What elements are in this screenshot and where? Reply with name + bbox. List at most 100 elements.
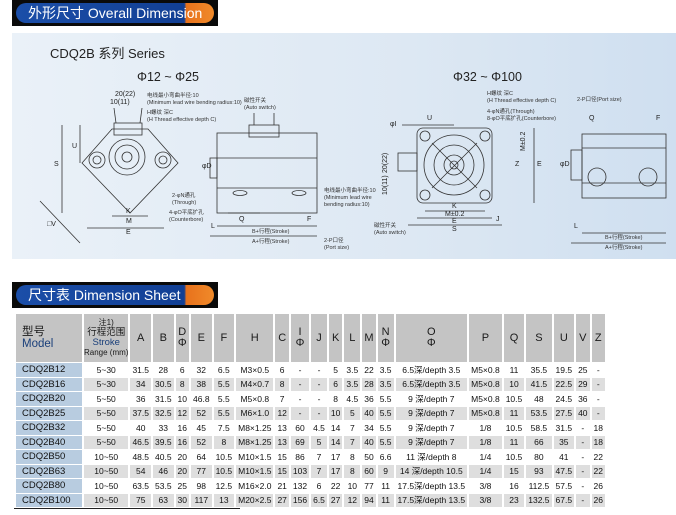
header-col: S	[526, 314, 552, 362]
value-cell: 3/8	[469, 493, 502, 507]
header-text: M	[364, 331, 374, 344]
value-cell: 41	[553, 450, 575, 464]
value-cell: 40	[362, 406, 376, 420]
callout: (Minimum lead wire bending radius:10)	[147, 100, 242, 106]
dim-label: E	[126, 229, 131, 236]
value-cell: 46	[153, 464, 174, 478]
value-cell: 8	[175, 377, 190, 391]
header-text: Φ	[295, 337, 305, 349]
value-cell: 17.5深/depth 13.5	[395, 479, 468, 493]
header-text: U	[559, 331, 568, 344]
callout: 8-φO平底扩孔(Counterbore)	[487, 116, 556, 122]
value-cell: 36	[362, 392, 376, 406]
value-cell: -	[311, 363, 327, 377]
dim-label: L	[574, 223, 578, 230]
dim-label: Z	[515, 161, 520, 168]
value-cell: 38	[191, 377, 212, 391]
value-cell: 18	[591, 421, 606, 435]
value-cell: 15	[503, 464, 525, 478]
dim-label: 20(22)	[382, 152, 389, 173]
callout: (H Thread effective depth C)	[487, 98, 557, 104]
value-cell: 16	[175, 435, 190, 449]
value-cell: M5×0.8	[469, 406, 502, 420]
value-cell: 41.5	[526, 377, 552, 391]
dim-label: J	[496, 216, 500, 223]
value-cell: 3/8	[469, 479, 502, 493]
value-cell: 57.5	[553, 479, 575, 493]
header-text: E	[197, 331, 205, 344]
value-cell: 1/4	[469, 464, 502, 478]
header-text: C	[278, 331, 287, 344]
value-cell: 5~50	[84, 435, 129, 449]
header-text: A	[137, 331, 145, 344]
value-cell: 7.5	[213, 421, 235, 435]
dim-label: S	[452, 226, 457, 233]
value-cell: 31.5	[153, 392, 174, 406]
model-cell: CDQ2B50	[16, 450, 82, 464]
dim-label: F	[307, 216, 312, 223]
large-front-view	[397, 124, 535, 226]
dim-label: 20(22)	[115, 91, 136, 98]
value-cell: 13	[275, 435, 289, 449]
value-cell: M10×1.5	[236, 450, 274, 464]
value-cell: M5×0.8	[469, 363, 502, 377]
value-cell: 46.5	[130, 435, 151, 449]
value-cell: M6×1.0	[236, 406, 274, 420]
value-cell: M3×0.5	[236, 363, 274, 377]
dim-label: M±0.2	[520, 131, 527, 151]
callout: (Minimum lead wire	[324, 195, 372, 201]
model-cell: CDQ2B40	[16, 435, 82, 449]
value-cell: 23	[503, 493, 525, 507]
dim-label: φD	[560, 161, 570, 168]
callout: (H Thread effective depth C)	[147, 117, 217, 123]
value-cell: 46.8	[191, 392, 212, 406]
dim-label: K	[126, 208, 131, 215]
value-cell: 6.5深/depth 3.5	[395, 377, 468, 391]
value-cell: 22	[591, 464, 606, 478]
value-cell: 10	[503, 377, 525, 391]
callout: 磁性开关	[244, 98, 267, 104]
value-cell: 5~30	[84, 377, 129, 391]
callout: (Through)	[172, 200, 197, 206]
value-cell: -	[311, 377, 327, 391]
value-cell: 28	[362, 377, 376, 391]
dim-label: M±0.2	[445, 211, 465, 218]
value-cell: 6.5	[311, 493, 327, 507]
callout: 4-φO平底扩孔	[169, 210, 204, 216]
value-cell: 7	[344, 435, 361, 449]
dim-label: F	[656, 115, 661, 122]
value-cell: 63.5	[130, 479, 151, 493]
drawing-panel: CDQ2B 系列 Series Φ12 ~ Φ25 Φ32 ~ Φ100 20(…	[12, 33, 676, 259]
value-cell: 22	[362, 363, 376, 377]
header-col: P	[469, 314, 502, 362]
stroke-unit: Range (mm)	[84, 348, 129, 357]
callout: 4-φN通孔(Through)	[487, 109, 535, 115]
value-cell: 5	[328, 363, 343, 377]
header-col: A	[130, 314, 151, 362]
model-cell: CDQ2B25	[16, 406, 82, 420]
model-cell: CDQ2B32	[16, 421, 82, 435]
dim-label: U	[72, 143, 78, 150]
dim-label: U	[427, 115, 433, 122]
stroke-en: Stroke	[92, 337, 120, 348]
value-cell: 52	[191, 406, 212, 420]
model-cn: 型号	[22, 326, 45, 338]
value-cell: 10	[344, 479, 361, 493]
value-cell: 10.5	[503, 450, 525, 464]
value-cell: 6	[311, 479, 327, 493]
header-text: B	[159, 331, 167, 344]
header-text: Φ	[177, 337, 187, 349]
value-cell: 5~30	[84, 363, 129, 377]
callout: B+行程(Stroke)	[252, 229, 290, 235]
value-cell: 22	[328, 479, 343, 493]
callout: 2-φN通孔	[172, 193, 196, 199]
dim-label: E	[537, 161, 542, 168]
value-cell: 5.5	[213, 392, 235, 406]
value-cell: 7	[311, 450, 327, 464]
value-cell: 30	[175, 493, 190, 507]
value-cell: 80	[526, 450, 552, 464]
model-cell: CDQ2B80	[16, 479, 82, 493]
